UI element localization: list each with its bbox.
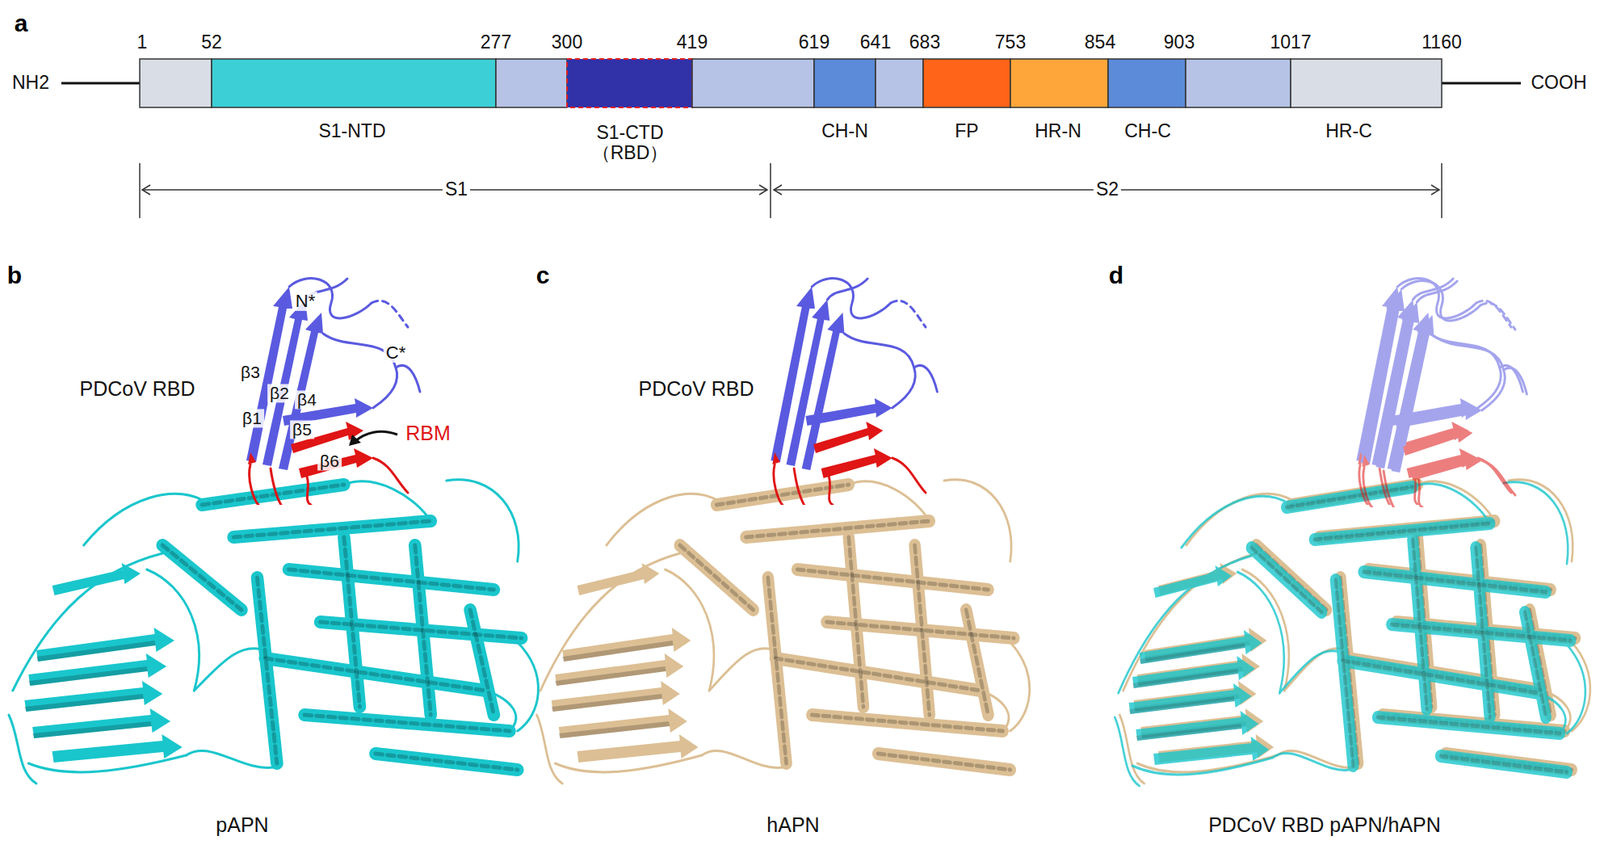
- domain-label: CH-N: [821, 121, 869, 142]
- residue-number: 1017: [1269, 32, 1311, 53]
- domain-label: HR-N: [1034, 121, 1082, 142]
- terminus-marker: N*: [293, 291, 318, 311]
- residue-number: 903: [1163, 32, 1195, 53]
- domain-label: S1-NTD: [318, 121, 386, 142]
- strand-label: β6: [317, 451, 342, 471]
- domain-label: S1-CTD （RBD）: [585, 122, 675, 164]
- panel-letter: b: [7, 261, 22, 289]
- domain-label: FP: [954, 121, 979, 142]
- strand-label: β3: [238, 362, 263, 382]
- subunit-label: S2: [1093, 179, 1122, 200]
- strand-label: β2: [267, 383, 292, 403]
- panel-letter: a: [14, 9, 29, 37]
- subunit-label: S1: [442, 179, 471, 200]
- domain-label: HR-C: [1325, 121, 1373, 142]
- terminus-label: COOH: [1531, 72, 1588, 93]
- rbm-arrowhead: [348, 434, 362, 446]
- panel-letter: d: [1108, 261, 1124, 289]
- residue-number: 753: [995, 32, 1026, 53]
- strand-label: β1: [239, 408, 265, 428]
- domain-label: CH-C: [1124, 121, 1172, 142]
- residue-number: 641: [860, 32, 891, 53]
- rbm-arrow: [355, 431, 398, 441]
- residue-number: 683: [909, 32, 941, 53]
- terminus-marker: C*: [383, 343, 408, 363]
- structure-pAPN: [8, 278, 539, 784]
- residue-number: 854: [1084, 32, 1116, 53]
- residue-number: 1160: [1421, 32, 1462, 53]
- residue-number: 52: [201, 32, 223, 53]
- structure-hAPN: [537, 278, 1030, 784]
- panel-letter: c: [536, 261, 551, 289]
- terminus-label: NH2: [12, 72, 50, 93]
- residue-number: 419: [676, 32, 708, 53]
- strand-label: β5: [289, 419, 315, 439]
- motif-label: RBM: [405, 422, 451, 446]
- region-brackets: [139, 163, 1442, 219]
- domain-bar: [61, 58, 1521, 108]
- structure-label: PDCoV RBD: [79, 377, 195, 401]
- structure-label: pAPN: [215, 814, 269, 837]
- structure-label: hAPN: [766, 814, 819, 837]
- residue-number: 1: [137, 32, 148, 53]
- residue-number: 277: [480, 32, 512, 53]
- residue-number: 300: [551, 32, 583, 53]
- structure-label: PDCoV RBD pAPN/hAPN: [1208, 814, 1441, 837]
- residue-number: 619: [798, 32, 830, 53]
- structure-overlay: [1114, 278, 1591, 786]
- strand-label: β4: [294, 390, 320, 409]
- structure-label: PDCoV RBD: [638, 377, 754, 401]
